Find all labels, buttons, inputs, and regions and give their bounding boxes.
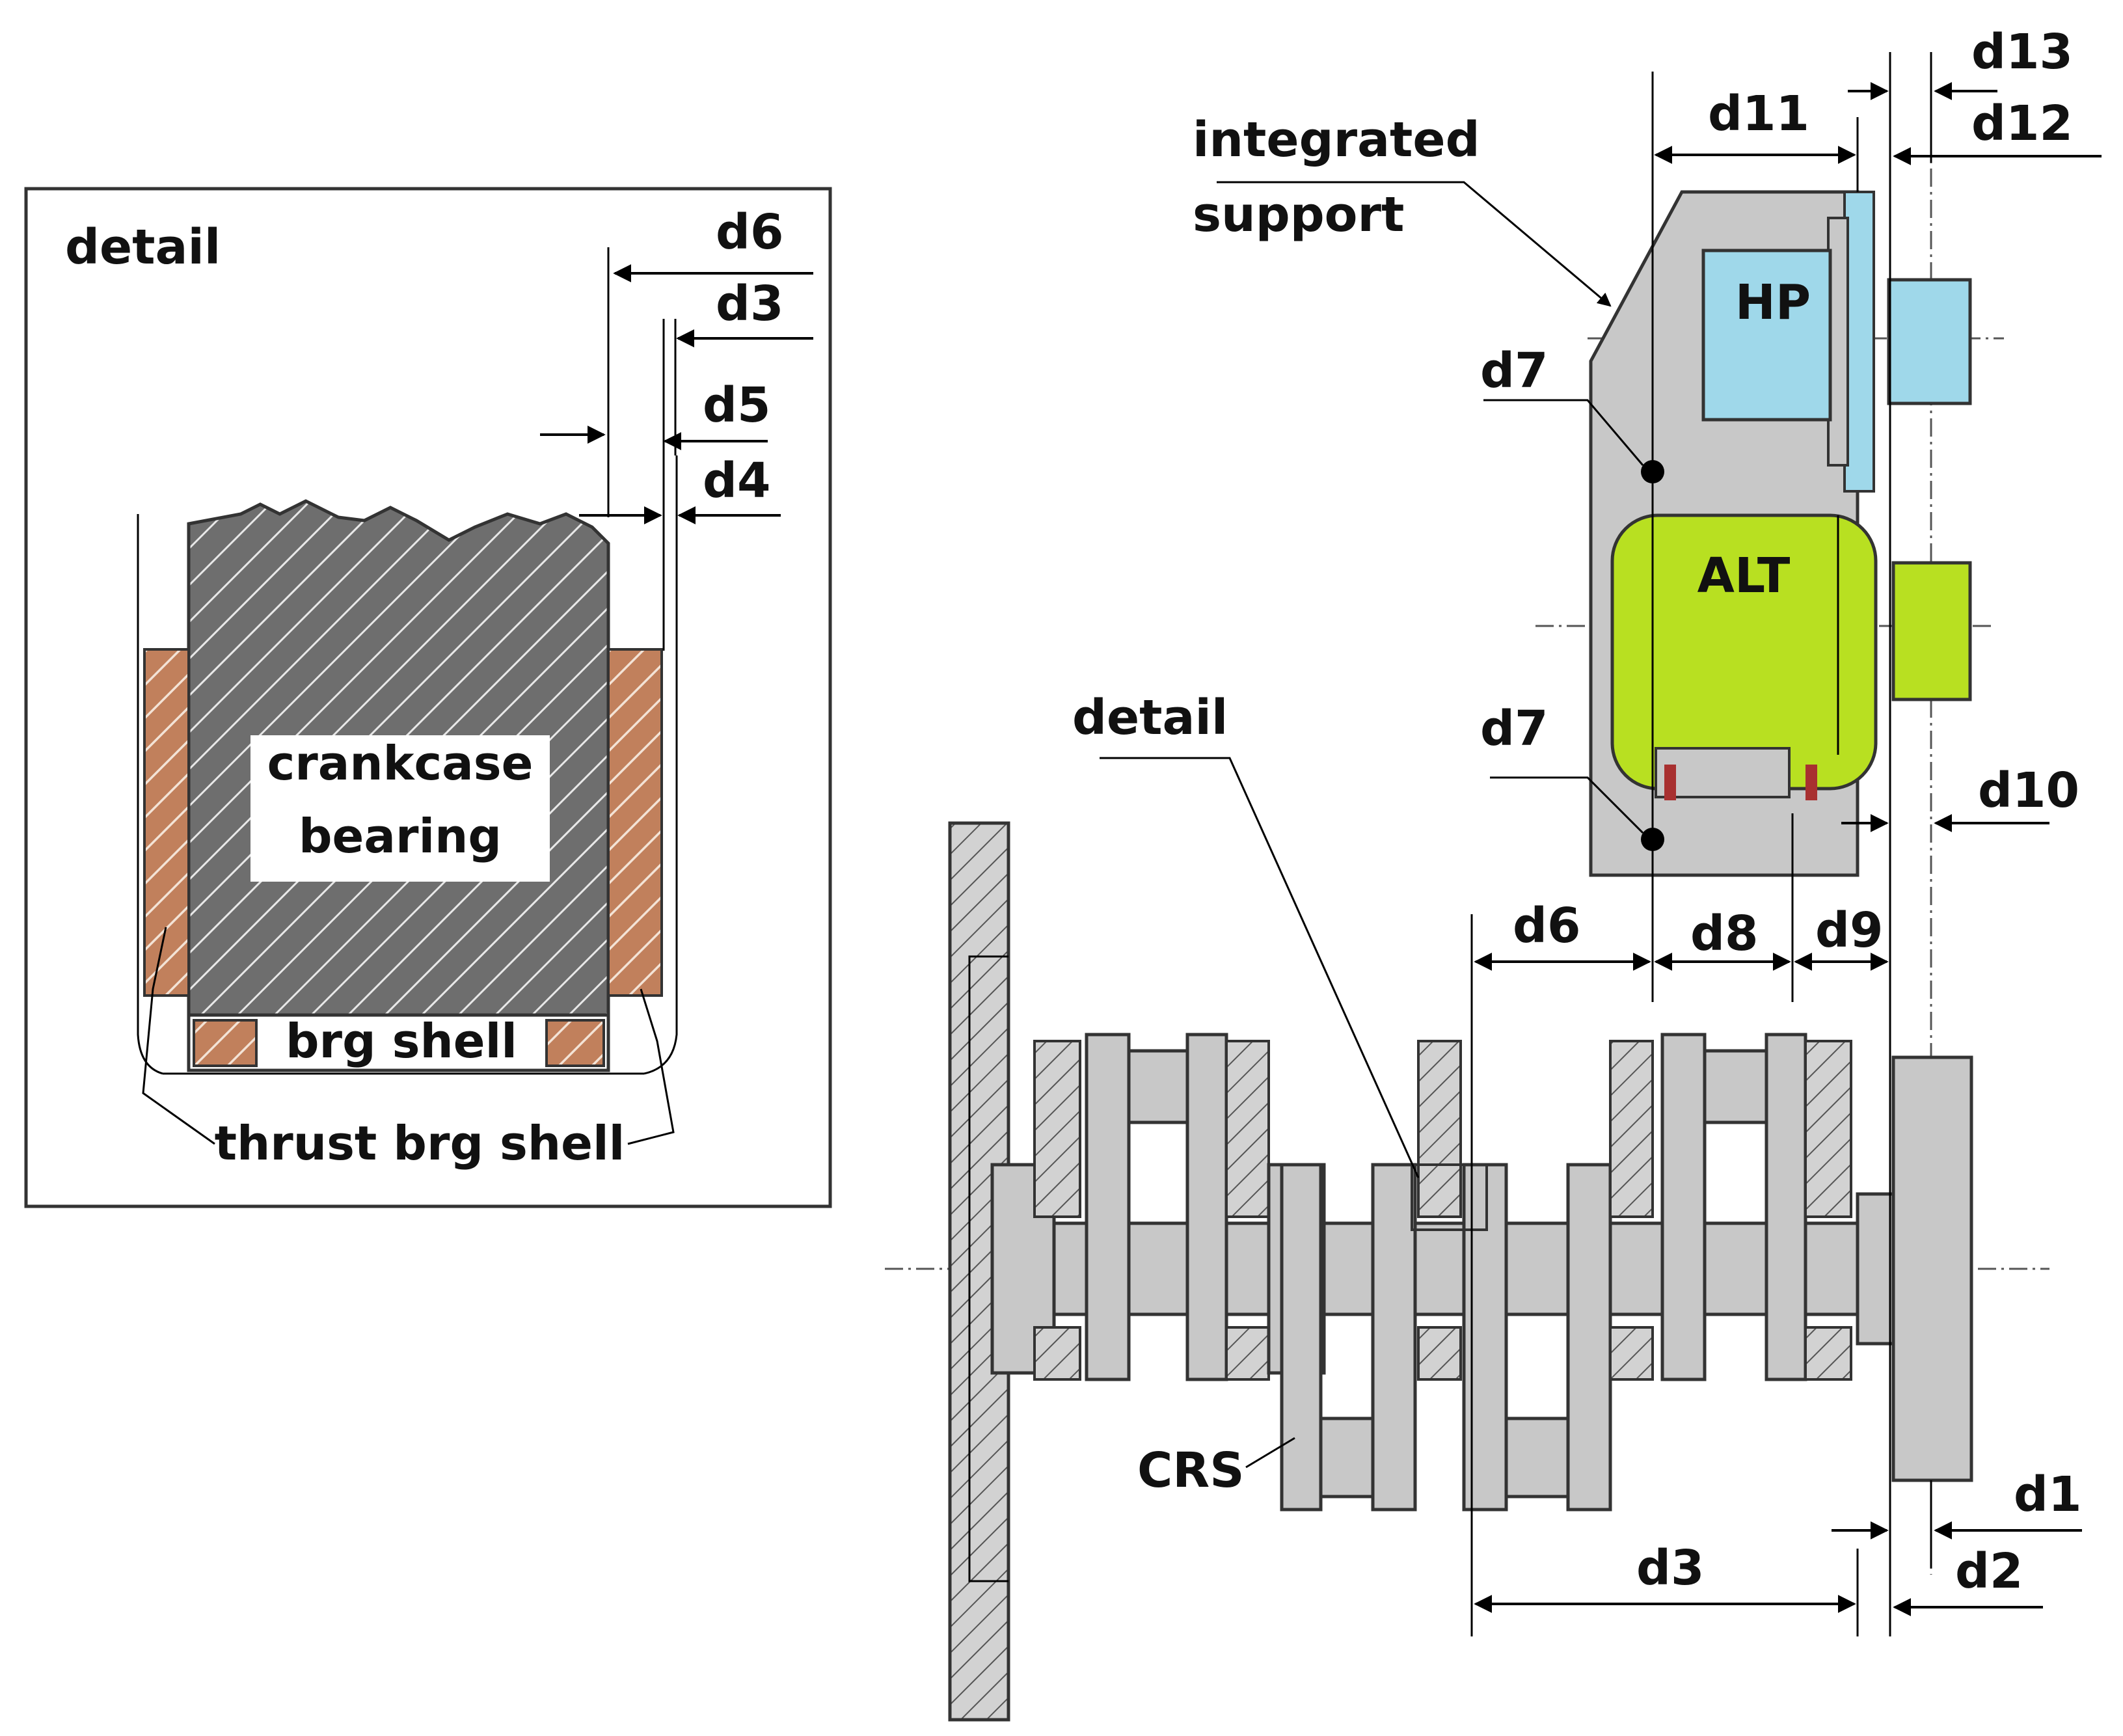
detail-pointer-label: detail [1072,690,1228,746]
detail-pointer-leader [1100,757,1420,1178]
hp-label: HP [1735,275,1811,331]
counterweight-1 [1033,1040,1081,1218]
detail-d5-label: d5 [703,377,770,433]
brg-shell-left-piece [193,1019,258,1067]
counterweight-2 [1225,1040,1270,1218]
web-7 [1462,1163,1508,1512]
d6-main-label: d6 [1513,898,1580,954]
crankpin-3 [1504,1417,1570,1499]
crs-label: CRS [1137,1443,1245,1499]
thrust-brg-shell-right [607,648,663,997]
d7-lower-label-text: d7 [1480,701,1548,757]
alt-mount-right [1805,765,1817,800]
front-hub [1856,1192,1895,1346]
web-6 [1371,1163,1417,1512]
crankcase-label-box [250,735,550,882]
hp-body [1701,249,1832,422]
d2-label: d2 [1955,1543,2023,1599]
thrust-brg-shell-label: thrust brg shell [215,1116,625,1171]
detail-panel: detail crankcase bearing brg shell thrus… [24,187,832,1208]
counterweight-4 [1609,1040,1654,1218]
web-5 [1280,1163,1323,1512]
crankpin-4 [1703,1049,1768,1124]
crs-leader [1245,1437,1295,1469]
integrated-label-line2: support [1193,187,1404,243]
detail-marker-box [1411,1163,1488,1231]
web-3 [1185,1033,1228,1381]
d1-label: d1 [2014,1467,2081,1523]
counterweight-3 [1417,1040,1462,1218]
web-2 [1085,1033,1131,1381]
brg-shell-label: brg shell [286,1014,517,1068]
counterweight-2b [1225,1326,1270,1381]
d3-main-label: d3 [1636,1540,1704,1596]
web-8 [1566,1163,1612,1512]
detail-title: detail [65,219,221,275]
d12-label: d12 [1971,96,2073,152]
counterweight-3b [1417,1326,1462,1381]
alt-label: ALT [1697,548,1791,604]
alt-mount-left [1664,765,1676,800]
brg-shell-frame [187,1013,610,1072]
web-10 [1765,1033,1807,1381]
counterweight-5b [1804,1326,1852,1381]
detail-d4-label: d4 [703,453,770,509]
thrust-brg-shell-left [143,648,190,997]
alt-lower-cutout [1655,747,1791,798]
web-9 [1660,1033,1707,1381]
crank-pulley [1891,1055,1973,1482]
flywheel-step [968,955,1008,1582]
d7-upper-label: d7 [1480,343,1548,399]
integrated-leader [1217,181,1612,307]
d11-label: d11 [1708,86,1809,142]
hp-flange [1843,191,1875,493]
crankpin-1 [1127,1049,1189,1124]
d8-label: d8 [1690,906,1758,962]
crank-webs [990,1033,1895,1512]
brg-shell-right-piece [545,1019,605,1067]
d13-label: d13 [1971,24,2073,80]
counterweight-5 [1804,1040,1852,1218]
detail-d6-label: d6 [716,204,783,260]
thrust-shell-outline-right [643,455,678,1075]
d7-lower-leader [1490,776,1644,834]
crankpin-2 [1319,1417,1375,1499]
thrust-leader-right [627,988,675,1145]
flywheel [948,821,1010,1722]
main-diagram: HP ALT integrated support d7 d7 detail C… [885,24,2102,1722]
integrated-label-line1: integrated [1193,112,1480,168]
crankcase-label-line1: crankcase [267,736,534,791]
main-shaft [990,1221,1886,1316]
counterweight-4b [1609,1326,1654,1381]
alt-pulley [1891,561,1972,701]
thrust-shell-outline-left [137,514,163,1075]
d10-label: d10 [1978,763,2079,819]
crankcase-label-line2: bearing [299,809,502,863]
thrust-leader-left [142,927,215,1145]
counterweight-1b [1033,1326,1081,1381]
d7-upper-leader [1483,399,1644,466]
hp-pulley [1887,278,1972,405]
d9-label: d9 [1815,902,1883,958]
detail-d3-label: d3 [716,276,783,332]
